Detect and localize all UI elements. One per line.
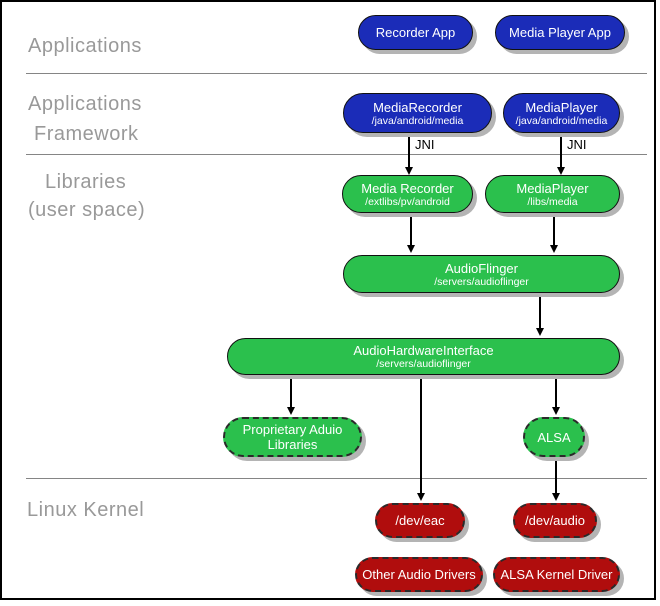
node-title: /dev/audio [525, 513, 585, 528]
node-title-line2: Libraries [267, 437, 318, 452]
divider-framework-libraries [26, 154, 647, 155]
section-label-applications-framework: Applications Framework [28, 89, 142, 149]
node-proprietary-audio-libraries: Proprietary Aduio Libraries [223, 417, 362, 457]
node-title: Media Player App [509, 25, 611, 40]
arrow-head-icon [417, 493, 425, 501]
section-label-line: Applications [28, 93, 142, 115]
section-label-line: (user space) [28, 199, 146, 221]
node-subtitle: /extlibs/pv/android [365, 195, 450, 208]
node-other-audio-drivers: Other Audio Drivers [355, 557, 483, 592]
node-recorder-app: Recorder App [358, 15, 473, 50]
arrow-line-alsa-to-dev-audio [555, 457, 557, 493]
arrow-line-ahi-to-dev-eac [420, 375, 422, 493]
section-label-line: Libraries [45, 171, 127, 193]
node-title: ALSA Kernel Driver [500, 567, 613, 582]
node-title: ALSA [537, 429, 571, 445]
node-dev-audio: /dev/audio [513, 503, 597, 538]
arrow-head-icon [407, 245, 415, 253]
arrow-line-mediaplayer-to-audioflinger [553, 213, 555, 245]
arrow-line-mediarecorder-to-audioflinger [410, 213, 412, 245]
divider-applications-framework [26, 73, 647, 74]
section-label-applications: Applications [28, 32, 142, 60]
node-alsa: ALSA [523, 417, 585, 457]
arrow-line-ahi-to-proprietary [290, 375, 292, 407]
node-title: Recorder App [375, 25, 456, 40]
arrow-line-ahi-to-alsa [555, 375, 557, 407]
node-subtitle: /servers/audioflinger [376, 358, 471, 370]
node-title: MediaPlayer [516, 180, 589, 196]
arrow-head-icon [552, 493, 560, 501]
arrow-head-icon [405, 167, 413, 175]
node-dev-eac: /dev/eac [375, 503, 465, 538]
node-title: /dev/eac [395, 513, 445, 528]
node-subtitle: /servers/audioflinger [434, 275, 529, 288]
node-title: MediaPlayer [525, 99, 598, 115]
arrow-line-mediarecorder-jni [408, 133, 410, 167]
node-title: MediaRecorder [373, 99, 462, 115]
arrow-head-icon [557, 167, 565, 175]
arrow-head-icon [552, 407, 560, 415]
node-audioflinger: AudioFlinger /servers/audioflinger [343, 255, 620, 293]
arrow-line-audioflinger-to-ahi [539, 293, 541, 328]
node-subtitle: /java/android/media [515, 114, 608, 127]
node-audiohardwareinterface: AudioHardwareInterface /servers/audiofli… [227, 338, 620, 375]
arrow-head-icon [536, 328, 544, 336]
node-title: Proprietary Aduio [242, 422, 343, 437]
node-subtitle: /java/android/media [371, 114, 464, 127]
section-label-line: Linux Kernel [27, 499, 145, 521]
jni-label-right: JNI [567, 137, 587, 152]
node-mediaplayer-library: MediaPlayer /libs/media [485, 175, 620, 213]
node-media-player-app: Media Player App [495, 15, 625, 50]
section-label-linux-kernel: Linux Kernel [27, 496, 144, 524]
divider-libraries-kernel [26, 478, 647, 479]
arrow-head-icon [287, 407, 295, 415]
section-label-line: Framework [34, 123, 139, 145]
section-label-line: Applications [28, 35, 142, 57]
node-title: Media Recorder [361, 180, 454, 196]
section-label-libraries-user-space: Libraries (user space) [28, 168, 145, 224]
jni-label-left: JNI [415, 137, 435, 152]
node-subtitle: /libs/media [527, 195, 578, 208]
node-title: Other Audio Drivers [362, 567, 476, 582]
arrow-head-icon [550, 245, 558, 253]
node-mediarecorder-framework: MediaRecorder /java/android/media [343, 93, 492, 133]
node-alsa-kernel-driver: ALSA Kernel Driver [493, 557, 620, 592]
node-title: AudioHardwareInterface [353, 343, 494, 358]
node-media-recorder-library: Media Recorder /extlibs/pv/android [342, 175, 473, 213]
node-title: AudioFlinger [445, 260, 518, 276]
node-mediaplayer-framework: MediaPlayer /java/android/media [503, 93, 620, 133]
arrow-line-mediaplayer-jni [560, 133, 562, 167]
